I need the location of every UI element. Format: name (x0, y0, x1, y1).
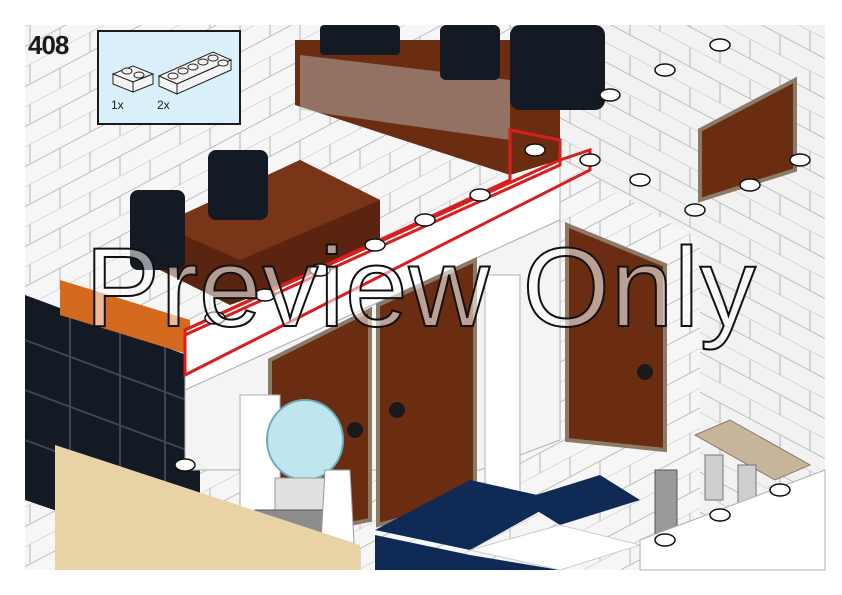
chess-tile-floor-icon (375, 475, 642, 571)
parts-callout: 1x 2x (97, 30, 241, 125)
brick-1x2-icon (111, 65, 155, 93)
parts-illustration (111, 51, 233, 95)
office-chair-icon (130, 25, 605, 270)
part-quantity: 1x (111, 98, 124, 112)
stud-row (174, 38, 811, 547)
tan-wall (55, 445, 360, 570)
round-pillar (484, 274, 521, 506)
preview-watermark: Preview Only (84, 225, 757, 350)
step-number: 408 (28, 30, 69, 60)
part-quantity: 2x (157, 98, 170, 112)
new-parts-highlight (184, 128, 562, 337)
brick-1x6-icon (157, 51, 233, 95)
